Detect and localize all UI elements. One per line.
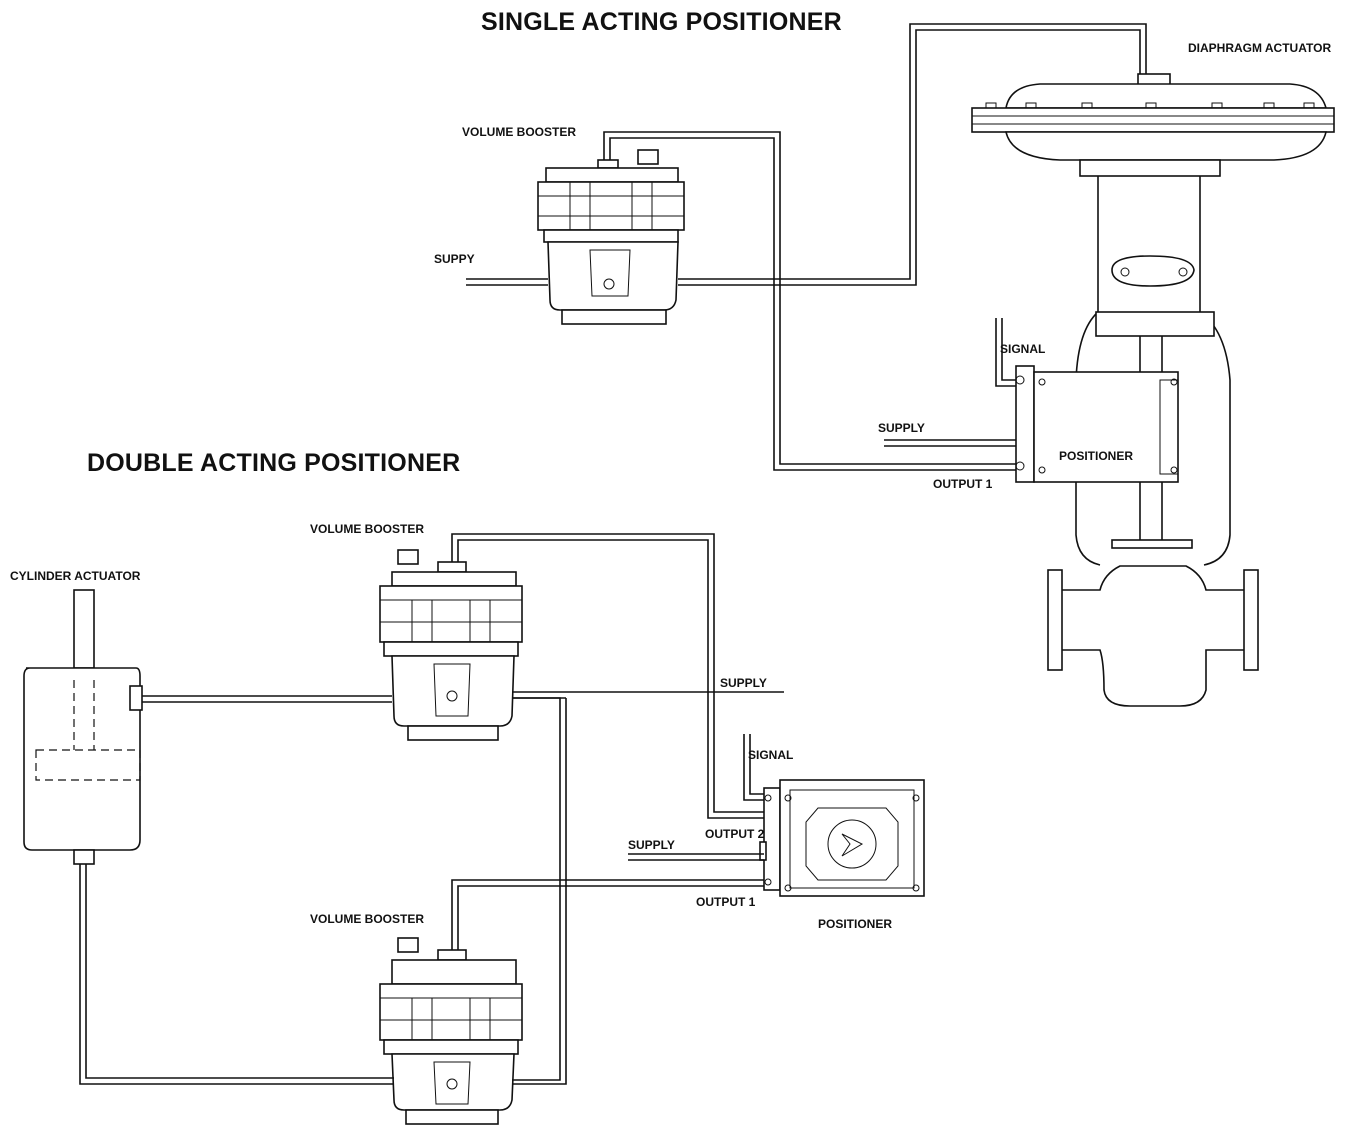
single-booster-label: VOLUME BOOSTER	[462, 125, 577, 139]
double-booster-supply-label: SUPPLY	[720, 676, 767, 690]
single-acting-title: SINGLE ACTING POSITIONER	[481, 8, 842, 36]
bottom-booster-label: VOLUME BOOSTER	[310, 912, 425, 926]
top-booster-label: VOLUME BOOSTER	[310, 522, 425, 536]
double-acting-title: DOUBLE ACTING POSITIONER	[87, 449, 461, 477]
single-piping	[466, 23, 1147, 471]
single-output1-label: OUTPUT 1	[933, 477, 993, 491]
bottom-volume-booster	[379, 937, 523, 1125]
diaphragm-actuator-label: DIAPHRAGM ACTUATOR	[1188, 41, 1332, 55]
double-positioner	[759, 779, 925, 897]
single-positioner	[1015, 365, 1179, 483]
double-positioner-supply-label: SUPPLY	[628, 838, 675, 852]
double-output1-label: OUTPUT 1	[696, 895, 756, 909]
diaphragm-actuator	[971, 73, 1335, 707]
double-signal-label: SIGNAL	[748, 748, 794, 762]
single-positioner-label: POSITIONER	[1059, 449, 1134, 463]
single-signal-label: SIGNAL	[1000, 342, 1046, 356]
double-positioner-label: POSITIONER	[818, 917, 893, 931]
single-positioner-supply-label: SUPPLY	[878, 421, 925, 435]
cylinder-actuator-label: CYLINDER ACTUATOR	[10, 569, 141, 583]
actuator-bolts	[985, 102, 1315, 109]
top-volume-booster	[379, 549, 523, 741]
single-volume-booster	[537, 149, 685, 325]
double-output2-label: OUTPUT 2	[705, 827, 765, 841]
double-piping	[79, 533, 784, 1085]
single-booster-supply-label: SUPPY	[434, 252, 475, 266]
cylinder-actuator	[23, 589, 143, 865]
